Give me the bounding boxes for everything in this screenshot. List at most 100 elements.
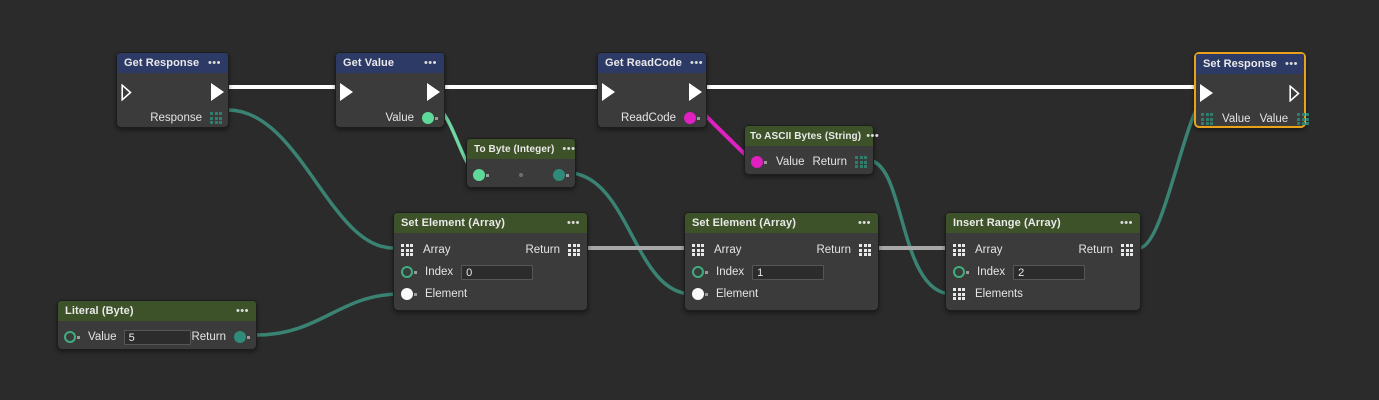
node-title: Get Response [124,57,200,69]
port-element-circle-icon[interactable] [401,288,413,300]
port-array-grid-icon[interactable] [692,244,704,256]
port-row-element: Element [394,283,587,305]
port-value-circle-icon[interactable] [422,112,434,124]
exec-in-arrow-icon[interactable] [1200,84,1213,102]
port-label-element: Element [425,288,468,300]
port-nub-out [566,173,569,177]
port-row-value-return: Value 5 Return [64,326,250,348]
port-elements-grid-icon[interactable] [953,288,965,300]
exec-in-arrow-icon[interactable] [340,83,353,101]
node-get-readcode[interactable]: Get ReadCode ••• ReadCode [597,52,707,128]
port-label-return: Return [525,244,560,256]
port-row-value-return: Value Return [751,151,867,173]
port-output-circle-icon[interactable] [553,169,565,181]
port-nub-index [705,270,708,274]
port-value-circle-icon[interactable] [751,156,763,168]
port-row-elements: Elements [946,283,1140,305]
wire-data-literal-to-element0 [256,292,401,337]
port-return-grid-icon[interactable] [1121,244,1133,256]
node-header[interactable]: Set Element (Array) ••• [394,213,587,233]
port-index-circle-icon[interactable] [692,266,704,278]
port-label-index: Index [716,266,745,278]
node-menu-icon[interactable]: ••• [1119,217,1133,229]
node-menu-icon[interactable]: ••• [866,130,880,142]
port-row-array-return: Array Return [685,239,878,261]
node-menu-icon[interactable]: ••• [235,305,249,317]
port-nub-index [414,270,417,274]
index-input-field[interactable]: 2 [1013,264,1086,280]
node-header[interactable]: Literal (Byte) ••• [58,301,256,321]
port-nub-index [966,270,969,274]
port-nub-out [247,335,250,339]
node-menu-icon[interactable]: ••• [207,57,221,69]
index-input-field[interactable]: 0 [461,264,534,280]
index-input-field[interactable]: 1 [752,264,825,280]
node-to-ascii-bytes-string[interactable]: To ASCII Bytes (String) ••• Value Return [744,125,879,175]
node-header[interactable]: Get Value ••• [336,53,444,73]
port-response-grid-icon[interactable] [210,112,222,124]
port-row-values: Value Value [1196,108,1310,130]
node-header[interactable]: Get ReadCode ••• [598,53,706,73]
port-nub-in [486,173,489,177]
exec-row [598,77,706,107]
wire-data-ascii-to-elements [871,159,953,296]
port-value-circle-icon[interactable] [64,331,76,343]
node-menu-icon[interactable]: ••• [566,217,580,229]
node-header[interactable]: Set Response ••• [1196,54,1304,74]
exec-in-arrow-icon[interactable] [602,83,615,101]
exec-in-arrow-icon[interactable] [121,83,132,101]
node-menu-icon[interactable]: ••• [690,57,704,69]
node-body: Response [117,73,228,135]
port-return-grid-icon[interactable] [855,156,867,168]
exec-out-arrow-icon[interactable] [427,83,440,101]
port-array-grid-icon[interactable] [953,244,965,256]
node-set-response[interactable]: Set Response ••• Value Value [1194,52,1310,128]
exec-out-arrow-icon[interactable] [689,83,702,101]
node-title: Set Element (Array) [401,217,505,229]
port-value-out-grid-icon[interactable] [1297,113,1310,125]
node-get-value[interactable]: Get Value ••• Value [335,52,445,128]
node-menu-icon[interactable]: ••• [857,217,871,229]
node-to-byte-integer[interactable]: To Byte (Integer) ••• [466,138,576,188]
port-input-circle-icon[interactable] [473,169,485,181]
port-label-array: Array [423,244,451,256]
node-header[interactable]: To ASCII Bytes (String) ••• [745,126,879,146]
port-value-in-grid-icon[interactable] [1201,113,1213,125]
port-label-value-out: Value [1259,113,1289,125]
port-label-element: Element [716,288,759,300]
exec-row [117,77,228,107]
center-dot-icon [519,173,523,177]
port-label-index: Index [425,266,454,278]
port-readcode-circle-icon[interactable] [684,112,696,124]
node-menu-icon[interactable]: ••• [562,143,576,155]
port-return-grid-icon[interactable] [859,244,871,256]
port-row-array-return: Array Return [946,239,1140,261]
node-insert-range-array[interactable]: Insert Range (Array) ••• Array Return In… [945,212,1141,311]
node-header[interactable]: Set Element (Array) ••• [685,213,878,233]
port-label-return: Return [191,331,226,343]
port-return-circle-icon[interactable] [234,331,246,343]
port-index-circle-icon[interactable] [401,266,413,278]
exec-out-arrow-icon[interactable] [211,83,224,101]
node-body: Value 5 Return [58,321,256,353]
port-element-circle-icon[interactable] [692,288,704,300]
node-get-response[interactable]: Get Response ••• Response [116,52,229,128]
value-input-field[interactable]: 5 [123,329,192,345]
node-header[interactable]: To Byte (Integer) ••• [467,139,575,159]
node-header[interactable]: Get Response ••• [117,53,228,73]
port-index-circle-icon[interactable] [953,266,965,278]
node-set-element-array-0[interactable]: Set Element (Array) ••• Array Return Ind… [393,212,588,311]
node-header[interactable]: Insert Range (Array) ••• [946,213,1140,233]
node-menu-icon[interactable]: ••• [423,57,437,69]
port-return-grid-icon[interactable] [568,244,580,256]
node-body [467,159,575,191]
port-label-array: Array [975,244,1003,256]
node-body: Value Value [1196,74,1310,136]
node-literal-byte[interactable]: Literal (Byte) ••• Value 5 Return [57,300,257,350]
exec-out-arrow-icon[interactable] [1289,84,1300,102]
node-title: Literal (Byte) [65,305,134,317]
node-set-element-array-1[interactable]: Set Element (Array) ••• Array Return Ind… [684,212,879,311]
port-array-grid-icon[interactable] [401,244,413,256]
node-menu-icon[interactable]: ••• [1284,58,1299,70]
